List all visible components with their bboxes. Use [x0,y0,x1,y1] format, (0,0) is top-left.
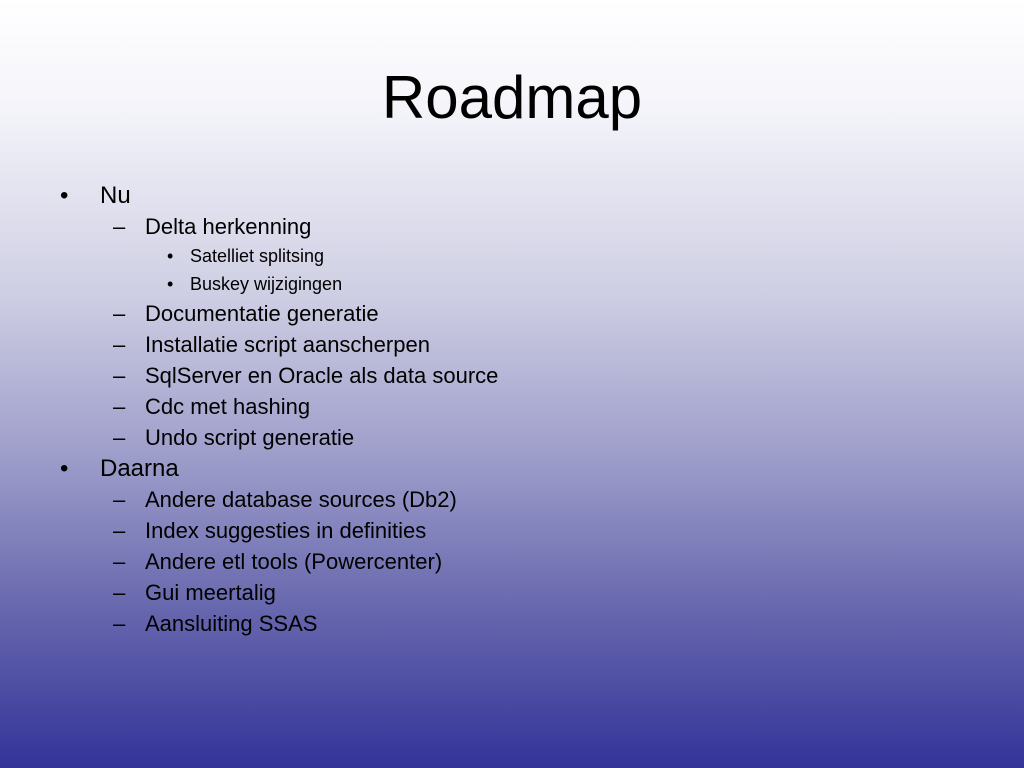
bullet-icon: • [60,182,69,209]
list-item-label: Aansluiting SSAS [145,611,318,636]
dash-icon: – [113,425,126,450]
dash-icon: – [113,214,126,239]
dash-icon: – [113,332,126,357]
bullet-icon: • [167,274,174,294]
list-item-label: Andere database sources (Db2) [145,487,457,512]
sub-list-item-label: Buskey wijzigingen [190,274,343,294]
list-item: – SqlServer en Oracle als data source [60,360,960,391]
bullet-icon: • [60,455,69,482]
bullet-icon: • [167,246,174,266]
list-item: – Aansluiting SSAS [60,608,960,639]
slide-body: • Nu – Delta herkenning • Satelliet spli… [60,180,960,639]
list-item: – Gui meertalig [60,577,960,608]
slide-title: Roadmap [381,64,643,131]
section-label: Nu [100,182,131,209]
sub-list-item-label: Satelliet splitsing [190,246,325,266]
section-nu: • Nu [60,180,960,211]
list-item-label: Documentatie generatie [145,301,379,326]
dash-icon: – [113,549,126,574]
list-item-label: Index suggesties in definities [145,518,427,543]
list-item: – Installatie script aanscherpen [60,329,960,360]
dash-icon: – [113,518,126,543]
dash-icon: – [113,301,126,326]
list-item-label: Installatie script aanscherpen [145,332,430,357]
list-item-label: Gui meertalig [145,580,276,605]
list-item-label: Andere etl tools (Powercenter) [145,549,443,574]
list-item-label: Cdc met hashing [145,394,311,419]
dash-icon: – [113,580,126,605]
dash-icon: – [113,363,126,388]
section-daarna: • Daarna [60,453,960,484]
dash-icon: – [113,611,126,636]
list-item: – Delta herkenning [60,211,960,242]
list-item: – Andere database sources (Db2) [60,484,960,515]
list-item-label: SqlServer en Oracle als data source [145,363,499,388]
list-item-label: Undo script generatie [145,425,355,450]
list-item: – Andere etl tools (Powercenter) [60,546,960,577]
list-item-label: Delta herkenning [145,214,312,239]
dash-icon: – [113,394,126,419]
sub-list-item: • Satelliet splitsing [60,242,960,270]
list-item: – Undo script generatie [60,422,960,453]
sub-list-item: • Buskey wijzigingen [60,270,960,298]
section-label: Daarna [100,455,179,482]
list-item: – Index suggesties in definities [60,515,960,546]
dash-icon: – [113,487,126,512]
list-item: – Cdc met hashing [60,391,960,422]
list-item: – Documentatie generatie [60,298,960,329]
